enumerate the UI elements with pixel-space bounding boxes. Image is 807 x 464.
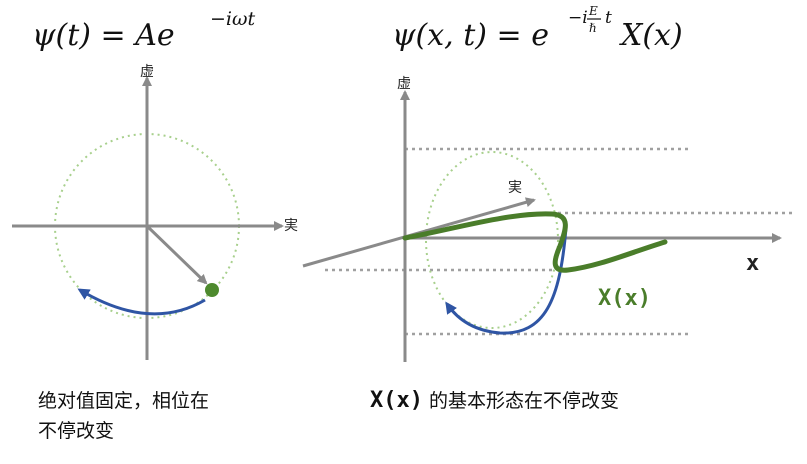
right-equation-frac-denominator: ℏ <box>589 21 597 35</box>
left-caption-line1: 绝对值固定，相位在 <box>38 390 209 412</box>
right-curve-label: X(x) <box>598 286 651 311</box>
right-wavefunction-curve <box>402 211 668 273</box>
right-caption-bold: X(x) <box>370 388 423 413</box>
left-phasor-tip-dot <box>205 283 219 297</box>
right-equation-exp-prefix: −i <box>568 8 588 28</box>
right-equation-base: ψ(x, t) = e <box>392 18 549 53</box>
right-rotation-arc <box>445 227 568 335</box>
left-rotation-arc <box>77 288 206 316</box>
left-equation: ψ(t) = Ae −iωt <box>32 8 255 53</box>
right-equation: ψ(x, t) = e −i E ℏ t X(x) <box>392 4 683 53</box>
right-unit-circle <box>425 151 559 329</box>
left-equation-exponent: −iωt <box>210 8 255 30</box>
right-equation-rhs: X(x) <box>619 18 683 53</box>
left-real-axis-label: 実 <box>284 218 298 234</box>
right-caption-rest: 的基本形态在不停改变 <box>423 390 619 412</box>
left-equation-base: ψ(t) = Ae <box>32 18 175 53</box>
left-phasor-arrow <box>145 224 208 285</box>
right-equation-frac-numerator: E <box>588 4 598 18</box>
right-x-axis-label: x <box>746 251 759 276</box>
right-real-axis-label: 実 <box>508 180 522 196</box>
left-caption-line2: 不停改变 <box>38 420 114 442</box>
right-caption: X(x) 的基本形态在不停改变 <box>370 388 619 413</box>
left-imaginary-axis-label: 虚 <box>140 64 154 80</box>
right-imaginary-axis-label: 虚 <box>397 76 411 92</box>
right-equation-exp-suffix: t <box>605 8 612 28</box>
